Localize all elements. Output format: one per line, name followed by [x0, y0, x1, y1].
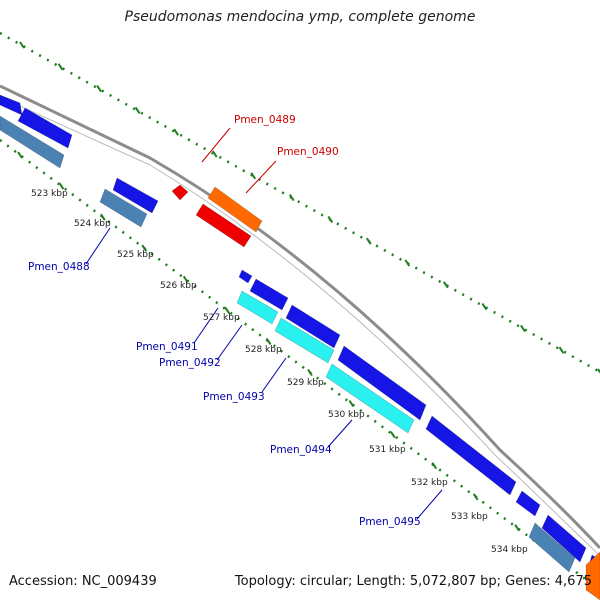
gene-labels: Pmen_0488 Pmen_0489Pmen_0490Pmen_0491Pmen…: [28, 114, 421, 528]
genome-summary-label: Topology: circular; Length: 5,072,807 bp…: [234, 574, 592, 589]
cds-arrow-right-orange[interactable]: [585, 551, 600, 600]
label-leader-line: [193, 307, 219, 344]
scale-labels: 523 kbp 524 kbp 525 kbp 526 kbp 527 kbp 528 k…: [31, 189, 528, 555]
scale-label: 523 kbp: [31, 189, 68, 199]
tick-mark: [404, 259, 411, 267]
tick-mark: [58, 182, 65, 190]
tick-mark: [288, 194, 295, 202]
tick-mark: [597, 368, 600, 374]
accession-label: Accession: NC_009439: [9, 574, 157, 589]
cds-bar-left-steel[interactable]: [0, 115, 65, 169]
gene-label[interactable]: Pmen_0492: [159, 357, 221, 369]
cds-bar-left-2[interactable]: [17, 107, 73, 149]
label-leader-line: [245, 160, 277, 194]
tick-mark: [348, 400, 355, 408]
label-leader-line: [201, 127, 231, 163]
inner-ticks: [17, 151, 600, 592]
gene-label[interactable]: Pmen_0493: [203, 391, 265, 403]
scale-label: 529 kbp: [287, 378, 324, 388]
gene-bar-right-steel[interactable]: [528, 522, 576, 573]
scale-label: 533 kbp: [451, 512, 488, 522]
tick-mark: [182, 275, 189, 283]
label-leaders: [85, 127, 443, 520]
tick-mark: [100, 213, 106, 221]
cds-bar-pmen-0492[interactable]: [249, 278, 289, 311]
tick-mark: [211, 150, 218, 158]
gene-label[interactable]: Pmen_0495: [359, 516, 421, 528]
inner-tick-ring: [0, 139, 600, 591]
tick-mark: [224, 306, 230, 314]
tick-mark: [390, 431, 396, 439]
gene-label[interactable]: Pmen_0491: [136, 341, 198, 353]
outer-ticks: [19, 41, 600, 374]
tick-mark: [558, 346, 565, 354]
scale-label: 528 kbp: [245, 345, 282, 355]
cds-bar-pmen-0495[interactable]: [425, 415, 517, 496]
tick-mark: [365, 237, 372, 245]
label-leader-line: [261, 357, 287, 393]
tick-mark: [520, 324, 526, 332]
cds-arrow-pmen-0491[interactable]: [238, 269, 253, 284]
cds-bar-pmen-0493[interactable]: [285, 304, 341, 349]
cds-bar-pmen-0490[interactable]: [207, 186, 263, 233]
tick-mark: [307, 368, 313, 377]
tick-mark: [472, 493, 479, 501]
scale-label: 525 kbp: [117, 250, 154, 260]
label-leader-line: [416, 489, 443, 520]
tick-mark: [134, 106, 141, 114]
tick-mark: [141, 244, 148, 252]
gene-label[interactable]: Pmen_0489: [234, 114, 296, 126]
scale-label: 532 kbp: [411, 478, 448, 488]
tick-mark: [514, 524, 520, 532]
scale-label: 531 kbp: [369, 445, 406, 455]
tick-mark: [265, 337, 272, 345]
tick-mark: [443, 281, 449, 289]
page-title: Pseudomonas mendocina ymp, complete geno…: [124, 9, 476, 25]
gene-arrow-pmen-0489[interactable]: [171, 184, 189, 201]
tick-mark: [57, 63, 64, 71]
scale-label: 530 kbp: [328, 410, 365, 420]
scale-label: 534 kbp: [491, 545, 528, 555]
cds-arrow-pmen-0488[interactable]: [112, 177, 159, 214]
tick-mark: [19, 41, 25, 49]
tick-mark: [250, 172, 257, 180]
gene-label[interactable]: Pmen_0494: [270, 444, 332, 456]
gene-bar-pmen-0494[interactable]: [325, 363, 415, 434]
scale-label: 526 kbp: [160, 281, 197, 291]
gene-label[interactable]: Pmen_0488: [28, 261, 90, 273]
cds-bar-left-1[interactable]: [0, 94, 23, 116]
gene-bar-pmen-0493[interactable]: [274, 317, 335, 364]
gene-bar-pmen-0488[interactable]: [99, 188, 148, 228]
scale-label: 527 kbp: [203, 313, 240, 323]
tick-mark: [481, 303, 488, 311]
gene-label[interactable]: Pmen_0490: [277, 146, 339, 158]
gene-bar-pmen-0490[interactable]: [195, 203, 252, 248]
tick-mark: [431, 462, 438, 470]
tick-mark: [327, 215, 334, 223]
tick-mark: [17, 151, 23, 159]
genome-backbone-inner: [0, 96, 600, 557]
label-leader-line: [327, 419, 353, 448]
cds-bar-right-1[interactable]: [515, 490, 541, 517]
scale-label: 524 kbp: [74, 219, 111, 229]
tick-mark: [96, 85, 102, 93]
label-leader-line: [216, 324, 243, 361]
tick-mark: [173, 128, 179, 136]
cds-bar-pmen-0494[interactable]: [337, 345, 427, 421]
cds-bar-right-2[interactable]: [541, 514, 587, 563]
label-leader-line: [85, 227, 111, 265]
gene-bar-pmen-0491[interactable]: [236, 290, 279, 325]
